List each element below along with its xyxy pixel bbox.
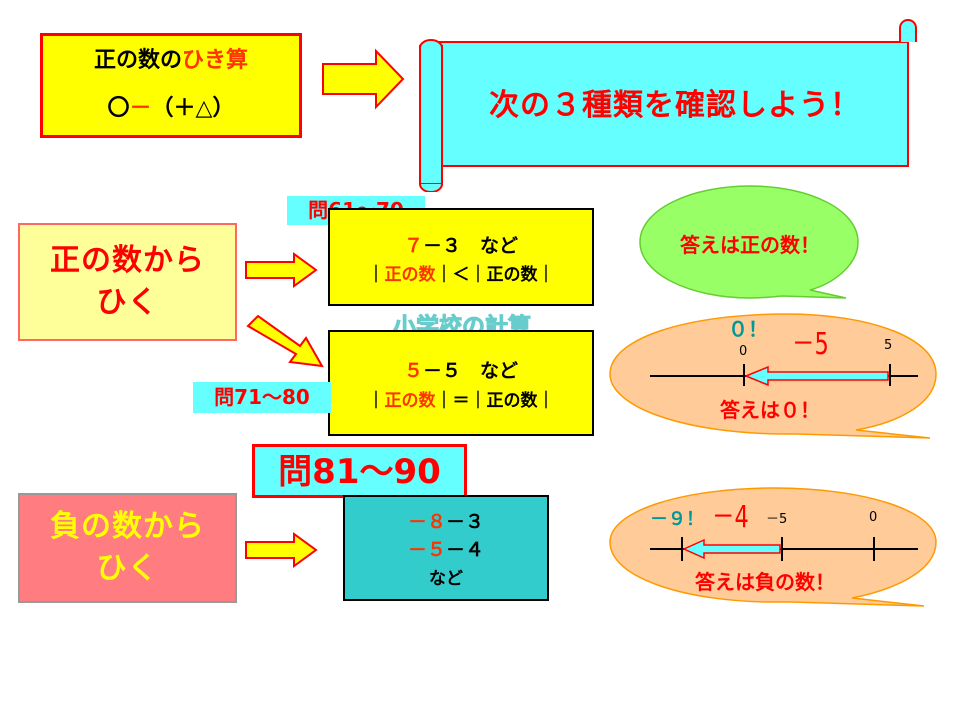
speech-bubble-numberline-negative	[609, 487, 937, 607]
answer-positive-text: 答えは正の数！	[680, 233, 820, 257]
example-box-equal: ５－５ など ｜正の数｜＝｜正の数｜	[328, 330, 594, 436]
abs-label: 正の数	[384, 391, 436, 411]
delta-label: －5	[792, 327, 829, 362]
answer-zero-text: 答えは０！	[720, 398, 820, 422]
tick-label-zero: 0	[739, 344, 748, 359]
result-marker-text: －９！	[650, 509, 704, 530]
subtraction-title-box: 正の数のひき算 〇－（＋△）	[40, 33, 302, 138]
tick-label-minus-five: －5	[766, 512, 788, 527]
question-range-tag-large: 問81～90	[252, 444, 467, 498]
compare-sign: ｜＝｜	[435, 391, 487, 411]
question-range-tag: 問71～80	[193, 382, 331, 413]
expr-first: ５	[403, 360, 423, 382]
title-text: 正の数の	[93, 48, 182, 73]
title-highlight: ひき算	[182, 48, 249, 73]
label-subtract-from-negative: 負の数から ひく	[18, 493, 237, 603]
label-line1: 負の数から	[50, 509, 205, 544]
plus-triangle-text: （＋△）	[151, 96, 235, 121]
speech-bubble-numberline-zero	[609, 313, 937, 439]
speech-bubble-green	[639, 185, 859, 299]
label-line2: ひく	[96, 285, 159, 320]
answer-negative-text: 答えは負の数！	[695, 570, 835, 594]
result-marker-text: ０！	[728, 317, 768, 341]
circle-symbol: 〇	[107, 96, 130, 121]
delta-label: －4	[712, 500, 749, 535]
scroll-banner-shape	[419, 19, 917, 192]
tick-label-five: 5	[884, 338, 893, 353]
example-box-positive: ７－３ など ｜正の数｜＜｜正の数｜	[328, 208, 594, 306]
tick-label-zero: 0	[869, 510, 878, 525]
arrow-right-icon	[245, 252, 318, 288]
abs-label: 正の数	[486, 265, 538, 285]
expr-first: ７	[403, 235, 423, 257]
minus-symbol: －	[129, 96, 152, 121]
banner-text: 次の３種類を確認しよう！	[489, 88, 861, 123]
label-line2: ひく	[96, 551, 159, 586]
compare-sign: ｜＜｜	[435, 265, 487, 285]
expr-rest: －５ など	[423, 360, 519, 382]
expr-rest: －３ など	[423, 235, 519, 257]
label-subtract-from-positive: 正の数から ひく	[18, 223, 237, 341]
label-line1: 正の数から	[50, 243, 205, 278]
arrow-right-icon	[322, 48, 405, 110]
arrow-diagonal-icon	[246, 314, 324, 368]
abs-label: 正の数	[384, 265, 436, 285]
abs-label: 正の数	[486, 391, 538, 411]
example-box-negative: －８－３ －５－４ など	[343, 495, 549, 601]
arrow-right-icon	[245, 532, 318, 568]
